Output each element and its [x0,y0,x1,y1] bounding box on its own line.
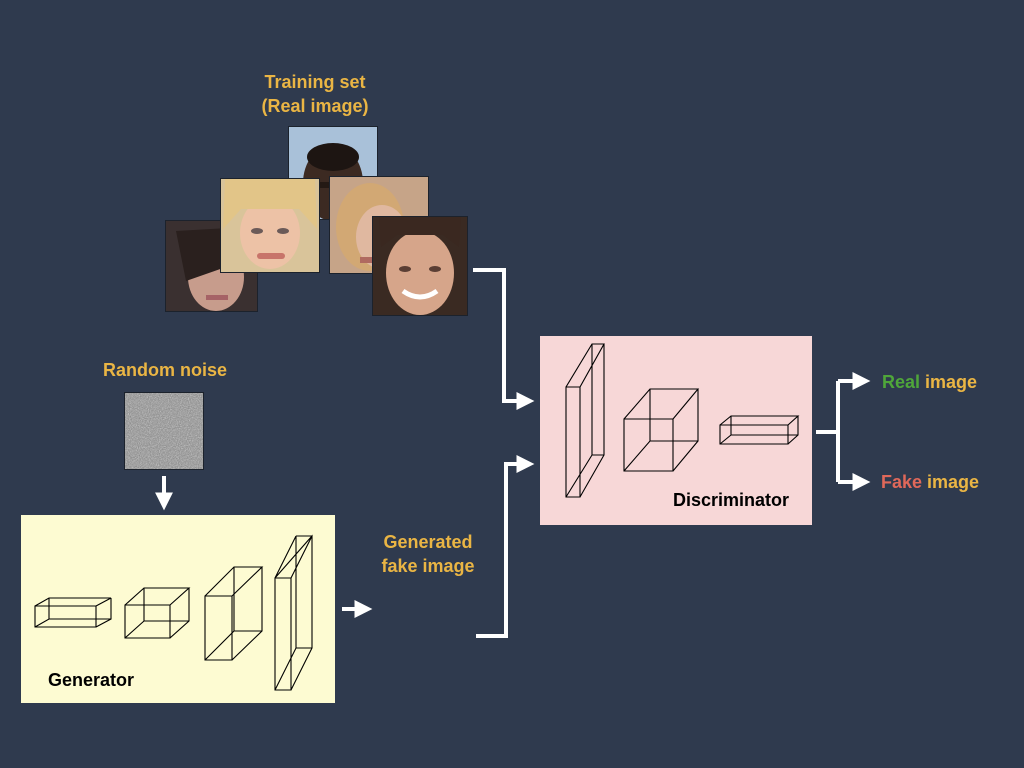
real-image-output-label: Real image [882,372,977,393]
training-face-image [220,178,320,273]
generated-fake-image-label: Generated fake image [360,530,496,578]
training-set-line2: (Real image) [261,96,369,116]
fake-rest: image [922,472,980,492]
training-set-label: Training set (Real image) [230,70,400,118]
generated-line1: Generated [383,532,473,552]
generated-line2: fake image [381,556,475,576]
real-rest: image [920,372,978,392]
real-to-discriminator-arrow [473,268,535,410]
fake-image-output-label: Fake image [881,472,979,493]
random-noise-image [124,392,204,470]
real-word: Real [882,372,921,392]
discriminator-label: Discriminator [673,490,790,510]
fake-word: Fake [881,472,923,492]
generator-label: Generator [48,670,135,690]
discriminator-output-stem [816,381,840,482]
training-face-image [372,216,468,316]
training-set-line1: Training set [264,72,366,92]
random-noise-label: Random noise [102,360,227,380]
